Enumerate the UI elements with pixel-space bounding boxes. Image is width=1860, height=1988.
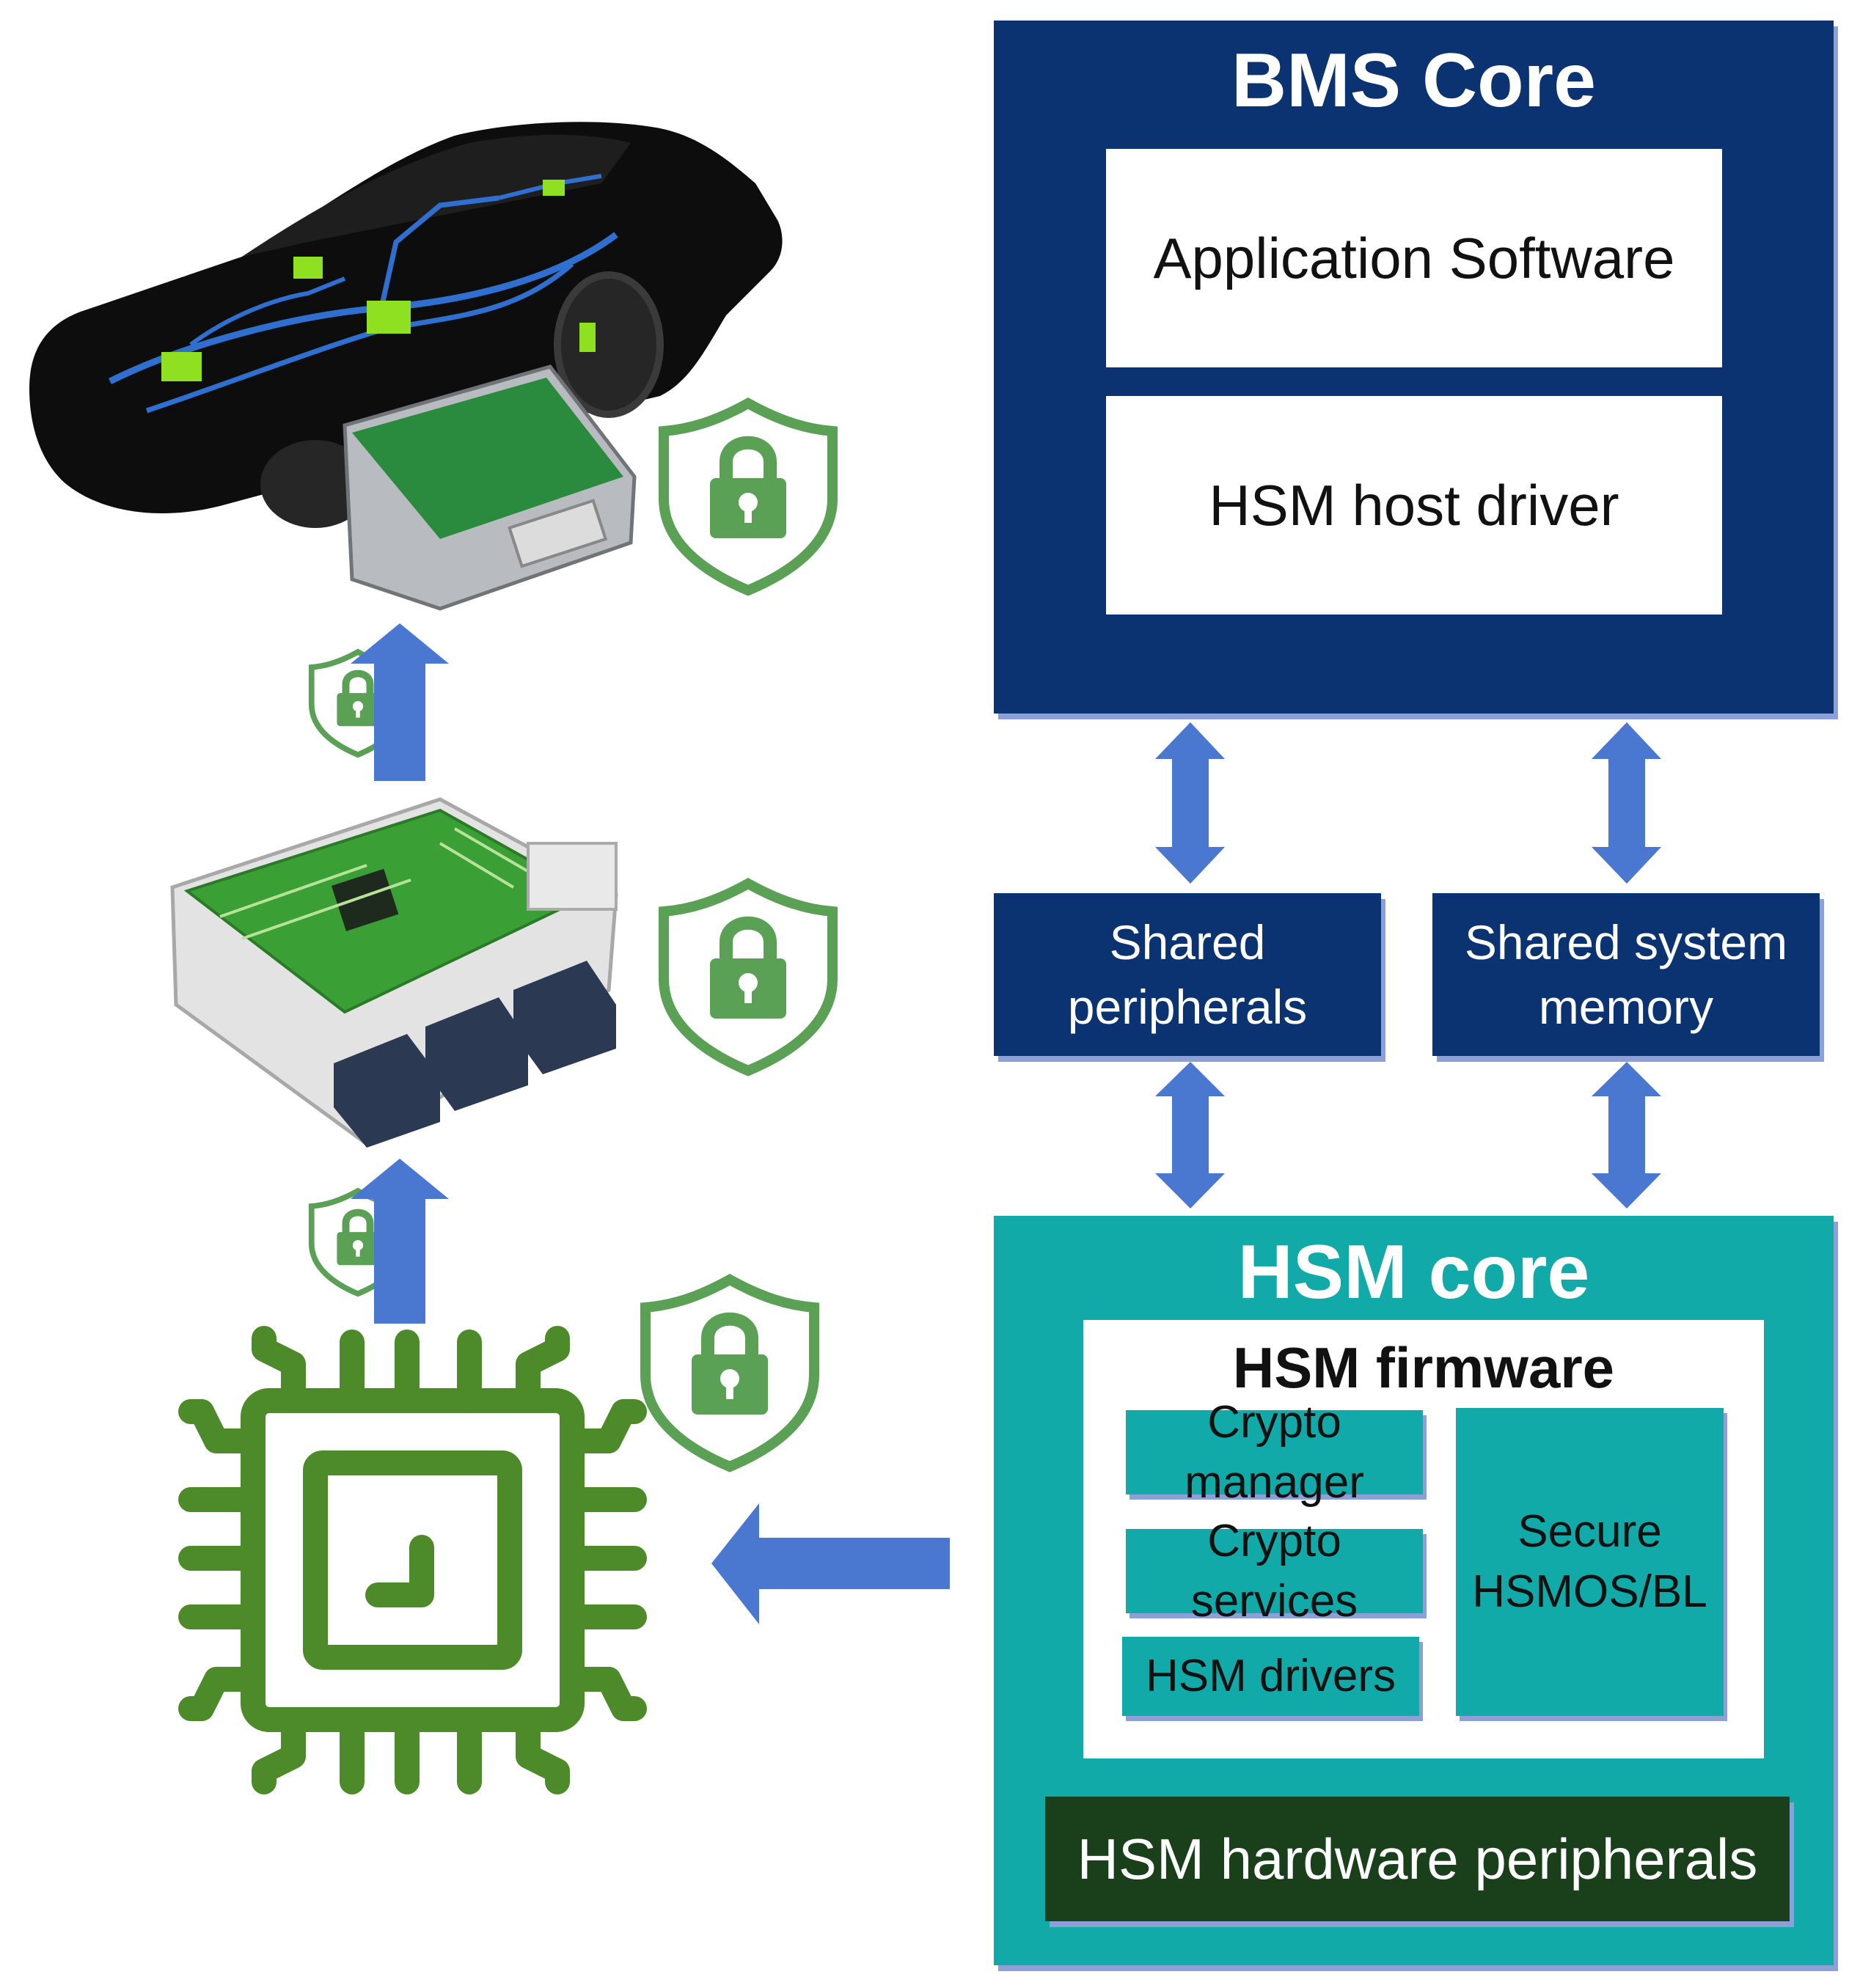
secure-hsmos-bl-box: Secure HSMOS/BL [1456, 1408, 1724, 1716]
secure-label-line2: HSMOS/BL [1472, 1566, 1707, 1617]
arrow-chip-to-ecu [351, 1159, 449, 1324]
shield-lock-icon-car [664, 403, 832, 590]
hsm-hardware-peripherals-box: HSM hardware peripherals [1045, 1797, 1790, 1921]
crypto-manager-box: Crypto manager [1126, 1397, 1423, 1508]
shield-lock-icon-ecu [664, 884, 832, 1071]
bms-core-title: BMS Core [1231, 38, 1596, 123]
shared-memory-label-line1: Shared system [1464, 915, 1788, 969]
arrow-bms-shared-memory [1592, 722, 1661, 884]
shared-peripherals-box: Shared peripherals [994, 893, 1381, 1056]
arrow-hsm-to-chip [711, 1503, 950, 1624]
hsm-host-driver-box: HSM host driver [1106, 396, 1722, 615]
shared-peripherals-label: Shared peripherals [1067, 915, 1308, 1034]
application-software-box: Application Software [1106, 149, 1722, 367]
shield-lock-icon-chip [645, 1280, 814, 1467]
crypto-services-box: Crypto services [1126, 1516, 1423, 1626]
chip-icon [178, 1326, 647, 1794]
arrow-shared-peripherals-hsm [1155, 1062, 1225, 1208]
arrow-bms-shared-peripherals [1155, 722, 1225, 884]
shared-system-memory-box: Shared system memory [1432, 893, 1820, 1056]
arrow-ecu-to-car [351, 623, 449, 781]
car-illustration [29, 122, 783, 611]
ecu-illustration [170, 797, 618, 1148]
secure-label-line1: Secure [1517, 1506, 1662, 1557]
arrow-shared-memory-hsm [1592, 1062, 1661, 1208]
hsm-core-title: HSM core [1237, 1230, 1590, 1315]
hsm-drivers-box: HSM drivers [1122, 1637, 1419, 1716]
shared-memory-label-line2: memory [1538, 980, 1714, 1034]
hsm-firmware-title: HSM firmware [1232, 1335, 1615, 1400]
